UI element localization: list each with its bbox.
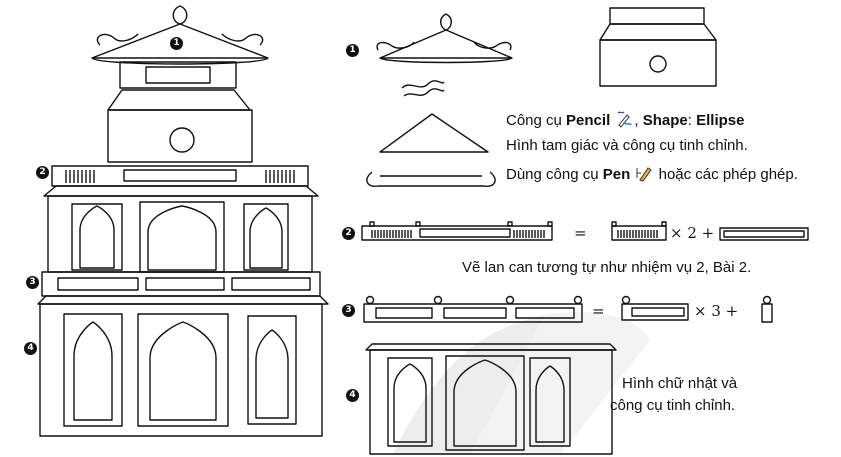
shape-label: Shape (642, 112, 688, 129)
left-door-frame (71, 203, 123, 271)
pencil-tool-name: Pencil (566, 112, 611, 129)
railing-note: Vẽ lan can tương tự như nhiệm vụ 2, Bài … (462, 259, 752, 276)
ground-right-frame (247, 315, 297, 425)
part-triangle (379, 113, 489, 153)
marker-4-tower: 4 (24, 342, 37, 355)
upper-tier (119, 61, 237, 89)
part-curved-eave (366, 171, 496, 187)
part-lower-railing-post (761, 295, 773, 323)
part-facade (365, 343, 617, 455)
step3-equals: = (592, 302, 605, 320)
base-cornice (37, 295, 329, 305)
triangle-instruction: Hình tam giác và công cụ tinh chỉnh. (506, 137, 748, 154)
part-roof (376, 13, 513, 64)
pen-instruction: Dùng công cụ Pen hoặc các phép ghép. (506, 166, 798, 183)
pen-icon (636, 167, 653, 182)
facade-instruction-line1: Hình chữ nhật và (622, 375, 738, 392)
ground-left-frame (63, 313, 123, 427)
right-door-frame (243, 203, 289, 271)
part-railing-post (611, 221, 667, 241)
ground-center-frame (137, 313, 229, 427)
part-small-building (599, 7, 717, 87)
step2-formula: × 2 + (670, 224, 715, 242)
part-railing-full (361, 221, 553, 241)
part-railing-bar (719, 227, 809, 241)
marker-1-tower: 1 (170, 37, 183, 50)
marker-2-tower: 2 (36, 166, 49, 179)
lower-roof (43, 185, 319, 197)
upper-tier-panel (145, 66, 211, 84)
marker-4-step: 4 (346, 389, 359, 402)
marker-2-step: 2 (342, 227, 355, 240)
marker-3-tower: 3 (26, 276, 39, 289)
marker-1-step: 1 (346, 44, 359, 57)
step3-formula: × 3 + (694, 302, 739, 320)
center-arch (147, 205, 217, 271)
pencil-icon (617, 111, 633, 128)
left-arch (79, 205, 115, 269)
part-dragon-tail (401, 80, 445, 97)
round-window (169, 127, 195, 153)
tower-body (107, 109, 253, 163)
middle-roof (107, 89, 251, 111)
second-floor (47, 195, 313, 273)
pen-tool-name: Pen (602, 166, 631, 183)
ground-floor (39, 303, 323, 437)
right-arch (249, 207, 283, 269)
tower-roof (91, 5, 269, 65)
step2-equals: = (574, 224, 587, 242)
center-door-frame (139, 201, 225, 273)
lower-railing (41, 271, 321, 297)
part-lower-railing-full (363, 295, 583, 323)
part-lower-railing-section (621, 295, 689, 321)
upper-railing (51, 165, 309, 187)
shape-value: Ellipse (696, 112, 745, 129)
facade-instruction-line2: công cụ tinh chỉnh. (610, 397, 736, 414)
marker-3-step: 3 (342, 304, 355, 317)
pencil-instruction: Công cụ Pencil , Shape: Ellipse (506, 111, 745, 129)
